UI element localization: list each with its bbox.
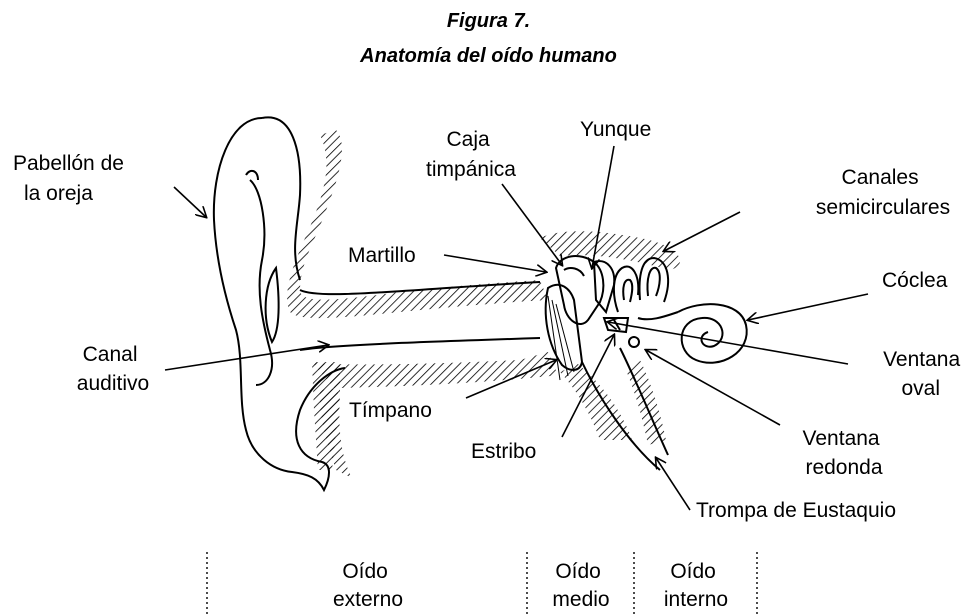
label-pabellon: Pabellón de la oreja <box>13 152 130 205</box>
label-martillo: Martillo <box>348 244 416 267</box>
label-coclea: Cóclea <box>882 269 948 292</box>
label-ventana-redonda: Ventana redonda <box>803 427 886 479</box>
section-oido-interno: Oído interno <box>664 560 728 611</box>
label-canales-semicirculares: Canales semicirculares <box>816 166 950 219</box>
label-ventana-oval: Ventana oval <box>883 348 966 400</box>
label-caja-timpanica: Caja timpánica <box>426 128 516 181</box>
label-estribo: Estribo <box>471 440 536 463</box>
section-oido-medio: Oído medio <box>552 560 609 611</box>
section-oido-externo: Oído externo <box>333 560 403 611</box>
label-trompa: Trompa de Eustaquio <box>696 499 896 522</box>
inner-ear-drawing <box>614 258 747 363</box>
label-timpano: Tímpano <box>349 399 432 422</box>
label-yunque: Yunque <box>580 118 651 141</box>
label-canal-auditivo: Canal auditivo <box>77 343 149 395</box>
